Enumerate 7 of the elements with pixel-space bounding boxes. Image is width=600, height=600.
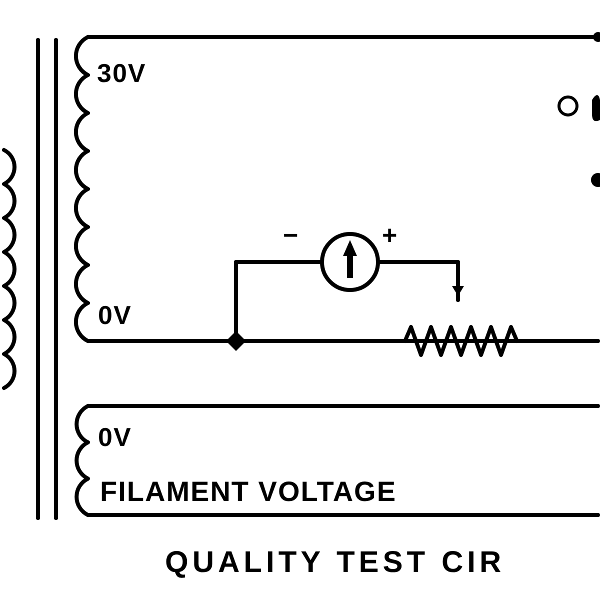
polarity-sign: − xyxy=(283,222,300,248)
polarity-sign: + xyxy=(382,222,398,248)
voltage-label: 0V xyxy=(98,424,132,450)
caption: QUALITY TEST CIR xyxy=(165,548,506,578)
winding-label: FILAMENT VOLTAGE xyxy=(100,478,396,506)
voltage-label: 30V xyxy=(97,60,146,86)
voltage-label: 0V xyxy=(98,302,132,328)
